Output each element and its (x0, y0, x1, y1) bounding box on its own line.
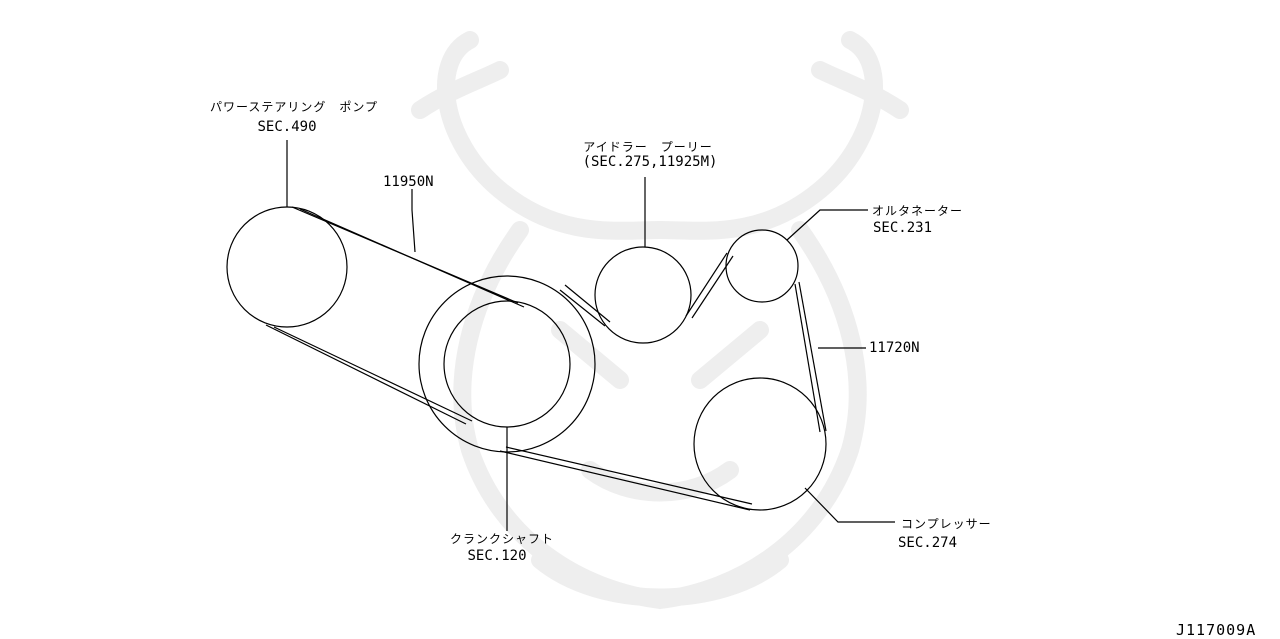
ps-pump-sec-label: SEC.490 (257, 119, 317, 135)
ps-pump-pulley (226, 206, 348, 328)
leader-lines (286, 140, 895, 531)
crank-name-label: クランクシャフト (449, 532, 555, 546)
alternator-name-label: オルタネーター (872, 204, 964, 218)
crank-pulley-outer (418, 275, 596, 453)
ps-pump-name-label: パワーステアリング ポンプ (209, 100, 379, 114)
alternator-pulley (725, 229, 799, 303)
alternator-sec-label: SEC.231 (873, 220, 933, 236)
watermark-emblem-icon (411, 31, 909, 610)
belt-11720n-label: 11720N (869, 340, 920, 356)
idler-pulley (594, 246, 692, 344)
idler-name-label: アイドラー プーリー (583, 140, 713, 154)
idler-sec-label: (SEC.275,11925M) (582, 154, 718, 170)
compressor-pulley (693, 377, 827, 511)
compressor-name-label: コンプレッサー (901, 517, 992, 531)
belt-11950n-label: 11950N (383, 174, 434, 190)
belt-11720n (499, 252, 827, 511)
compressor-sec-label: SEC.274 (898, 535, 958, 551)
crank-sec-label: SEC.120 (467, 548, 527, 564)
diagram-reference-id: J117009A (1176, 621, 1257, 639)
belt-11950n (265, 206, 525, 425)
